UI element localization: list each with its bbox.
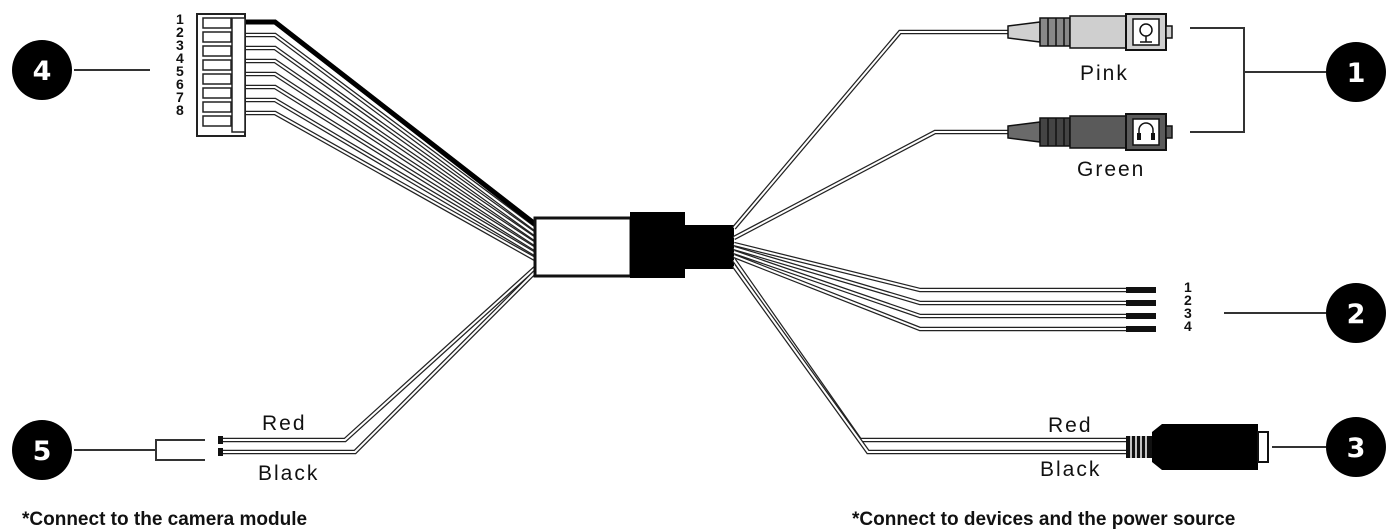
black-wire-label-right: Black bbox=[1040, 458, 1101, 481]
note-camera-module: *Connect to the camera module bbox=[22, 509, 307, 530]
svg-text:4: 4 bbox=[33, 56, 52, 87]
eight-pin-connector bbox=[196, 13, 246, 137]
green-plug-label: Green bbox=[1077, 158, 1145, 181]
bracket-1 bbox=[1190, 27, 1326, 133]
connector-wire bbox=[245, 110, 537, 261]
pin-slot bbox=[202, 45, 232, 57]
pin-number: 2 bbox=[176, 24, 184, 40]
pin-number: 1 bbox=[176, 11, 184, 27]
black-wire-label: Black bbox=[258, 462, 319, 485]
pin-number: 3 bbox=[1184, 305, 1192, 321]
io-wire-tip bbox=[1126, 326, 1156, 332]
connector-wire-black bbox=[245, 19, 537, 226]
dc-power-jack bbox=[1126, 424, 1269, 470]
badge-4: 4 bbox=[12, 40, 72, 100]
microphone-icon bbox=[1132, 18, 1160, 46]
pin-number: 5 bbox=[176, 63, 184, 79]
pin-number: 4 bbox=[1184, 318, 1192, 334]
io-wire bbox=[733, 249, 1126, 319]
io-wire-tip bbox=[1126, 313, 1156, 319]
connector-pin-numbers: 1 2 3 4 5 6 7 8 bbox=[176, 11, 184, 118]
power-wires-right bbox=[732, 258, 1126, 455]
pin-slot bbox=[202, 17, 232, 29]
pink-audio-plug bbox=[1007, 13, 1173, 51]
io-wire-bundle bbox=[733, 241, 1156, 332]
pin-number: 7 bbox=[176, 89, 184, 105]
svg-text:1: 1 bbox=[1347, 58, 1366, 89]
pin-number: 2 bbox=[1184, 292, 1192, 308]
io-pin-numbers: 1 2 3 4 bbox=[1184, 279, 1192, 334]
svg-text:3: 3 bbox=[1347, 433, 1366, 464]
badge-5: 5 bbox=[12, 420, 72, 480]
headphone-icon bbox=[1132, 118, 1160, 146]
pin-number: 8 bbox=[176, 102, 184, 118]
io-wire-tip bbox=[1126, 287, 1156, 293]
pin-slot bbox=[202, 87, 232, 99]
badge-3: 3 bbox=[1326, 417, 1386, 477]
green-audio-plug bbox=[1007, 113, 1173, 151]
audio-wires bbox=[732, 29, 1008, 240]
connector-wire-bundle bbox=[245, 19, 537, 261]
pin-number: 6 bbox=[176, 76, 184, 92]
pin-number: 1 bbox=[1184, 279, 1192, 295]
pin-slot bbox=[202, 115, 232, 127]
pin-number: 3 bbox=[176, 37, 184, 53]
red-wire-label: Red bbox=[262, 412, 307, 435]
red-wire-label-right: Red bbox=[1048, 414, 1093, 437]
svg-text:5: 5 bbox=[33, 436, 52, 467]
badge-1: 1 bbox=[1326, 42, 1386, 102]
cable-body bbox=[533, 212, 734, 278]
note-devices-power: *Connect to devices and the power source bbox=[852, 509, 1235, 530]
pin-slot bbox=[202, 31, 232, 43]
terminal-bracket-5 bbox=[74, 439, 205, 461]
io-wire-tip bbox=[1126, 300, 1156, 306]
pin-slot bbox=[202, 59, 232, 71]
pin-slot bbox=[202, 101, 232, 113]
pin-number: 4 bbox=[176, 50, 184, 66]
power-wires-left bbox=[218, 266, 537, 456]
svg-text:2: 2 bbox=[1347, 299, 1366, 330]
badge-2: 2 bbox=[1326, 283, 1386, 343]
pin-slot bbox=[202, 73, 232, 85]
pink-plug-label: Pink bbox=[1080, 62, 1129, 85]
